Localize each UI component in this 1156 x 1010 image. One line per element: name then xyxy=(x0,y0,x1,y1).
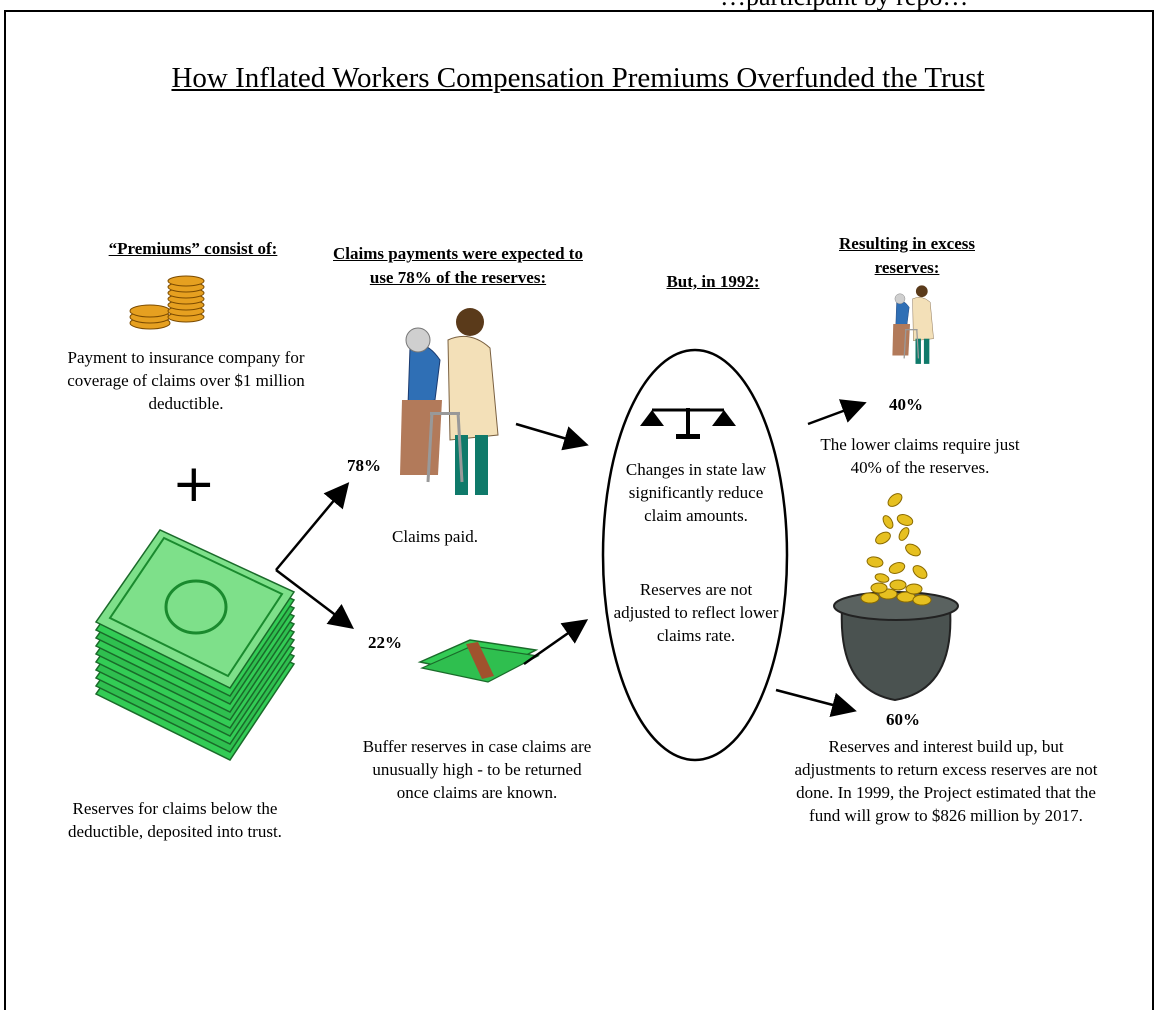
page-title: How Inflated Workers Compensation Premiu… xyxy=(171,62,985,94)
arrow-to-22 xyxy=(275,569,354,630)
lower-claims-text: The lower claims require just 40% of the… xyxy=(820,435,1020,477)
pct-22-label: 22% xyxy=(368,633,402,652)
insurance-payment-text: Payment to insurance company for coverag… xyxy=(67,348,305,413)
buffer-reserves-text: Buffer reserves in case claims are unusu… xyxy=(362,737,592,802)
money-stack-icon xyxy=(94,529,296,761)
arrow-to-40 xyxy=(807,399,867,426)
premiums-heading: “Premiums” consist of: xyxy=(108,239,278,258)
arrow-claims-to-ellipse xyxy=(515,422,589,451)
plus-sign: + xyxy=(172,454,216,514)
claims-paid-text: Claims paid. xyxy=(392,527,478,546)
money-bundle-icon xyxy=(417,639,540,683)
reserves-deposit-text: Reserves for claims below the deductible… xyxy=(68,799,282,841)
excess-reserves-heading: Resulting in excess reserves: xyxy=(839,234,975,277)
pct-78-label: 78% xyxy=(347,456,381,475)
pot-of-gold-icon xyxy=(833,493,959,702)
arrow-to-60 xyxy=(775,688,857,717)
pct-60-label: 60% xyxy=(886,710,920,729)
but-1992-heading: But, in 1992: xyxy=(666,272,760,291)
page-frame xyxy=(4,10,1154,1010)
arrow-buffer-to-ellipse xyxy=(523,619,589,666)
coin-stack-icon xyxy=(129,275,205,330)
doctor-patient-small-icon xyxy=(892,285,934,364)
header-fragment: …participant by repo… xyxy=(720,0,968,12)
arrow-to-78 xyxy=(275,482,350,571)
state-law-text: Changes in state law significantly reduc… xyxy=(625,460,767,525)
doctor-patient-icon xyxy=(400,308,499,495)
interest-build-up-text: Reserves and interest build up, but adju… xyxy=(794,737,1098,825)
pct-40-label: 40% xyxy=(889,395,923,414)
law-change-ellipse xyxy=(601,348,789,762)
claims-expected-heading: Claims payments were expected to use 78%… xyxy=(333,244,583,287)
scales-icon xyxy=(640,408,736,439)
reserves-not-adjusted-text: Reserves are not adjusted to reflect low… xyxy=(613,580,779,645)
